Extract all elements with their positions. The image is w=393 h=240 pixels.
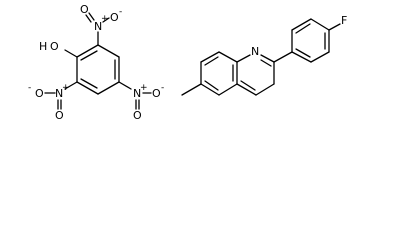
nitro-top-o2: O [80, 3, 89, 16]
hydroxyl-o: O [50, 40, 59, 53]
double-bond [260, 59, 272, 67]
fluorine-atom: F [341, 14, 347, 27]
double-bond [240, 80, 256, 91]
double-bond [204, 80, 219, 91]
nitro-right-plus: + [140, 83, 148, 93]
fluorophenyl-methylquinoline-structure: N F [181, 14, 347, 96]
nitro-left-n: N [55, 87, 63, 100]
nitro-right-minus: - [161, 83, 164, 93]
ring-bond [291, 18, 312, 31]
hydroxyl-h: H [39, 40, 47, 53]
ring-bond [310, 18, 330, 31]
nitro-right-n: N [133, 87, 141, 100]
ring-bond [310, 51, 330, 63]
nitro-bond [85, 14, 92, 23]
chemical-structure-canvas: H O N + O - O N + - O O N + O - O [28, 3, 347, 122]
nitro-top-o1: O [110, 11, 119, 24]
nitro-top-minus: - [119, 7, 122, 17]
nitro-left-o2: O [55, 109, 64, 122]
ring-bond [97, 44, 120, 58]
nitro-bond [88, 12, 95, 21]
ring-bond [97, 81, 120, 95]
ring-bond [200, 51, 220, 63]
nitro-bond [64, 81, 78, 90]
double-bond [295, 48, 311, 58]
picric-acid-structure: H O N + O - O N + - O O N + O - O [28, 3, 164, 122]
ring-bond [291, 51, 312, 63]
quinoline-nitrogen: N [251, 45, 259, 58]
ring-bond [260, 54, 275, 63]
ring-bond [76, 44, 99, 58]
fluorine-bond [328, 23, 341, 31]
nitro-right-o2: O [133, 109, 142, 122]
biaryl-bond [273, 51, 293, 63]
nitro-top-plus: + [101, 14, 109, 24]
nitro-top-n: N [94, 20, 102, 33]
ring-bond [200, 83, 220, 96]
methyl-bond [181, 83, 202, 96]
ring-bond [236, 54, 251, 63]
double-bond [80, 78, 98, 89]
ring-bond [76, 81, 99, 95]
ring-bond [236, 83, 257, 96]
double-bond [295, 23, 311, 34]
nitro-left-plus: + [62, 83, 70, 93]
structures-svg: H O N + O - O N + - O O N + O - O [28, 3, 347, 122]
ring-bond [218, 51, 238, 63]
ring-bond [218, 83, 238, 96]
nitro-right-o1: O [152, 87, 161, 100]
nitro-left-o1: O [35, 87, 44, 100]
nitro-bond [118, 81, 132, 90]
ring-bond [255, 83, 275, 96]
hydroxyl-bond [64, 49, 78, 58]
double-bond [80, 50, 98, 61]
nitro-left-minus: - [28, 83, 31, 93]
double-bond [204, 56, 219, 66]
nitro-bond [102, 17, 110, 23]
